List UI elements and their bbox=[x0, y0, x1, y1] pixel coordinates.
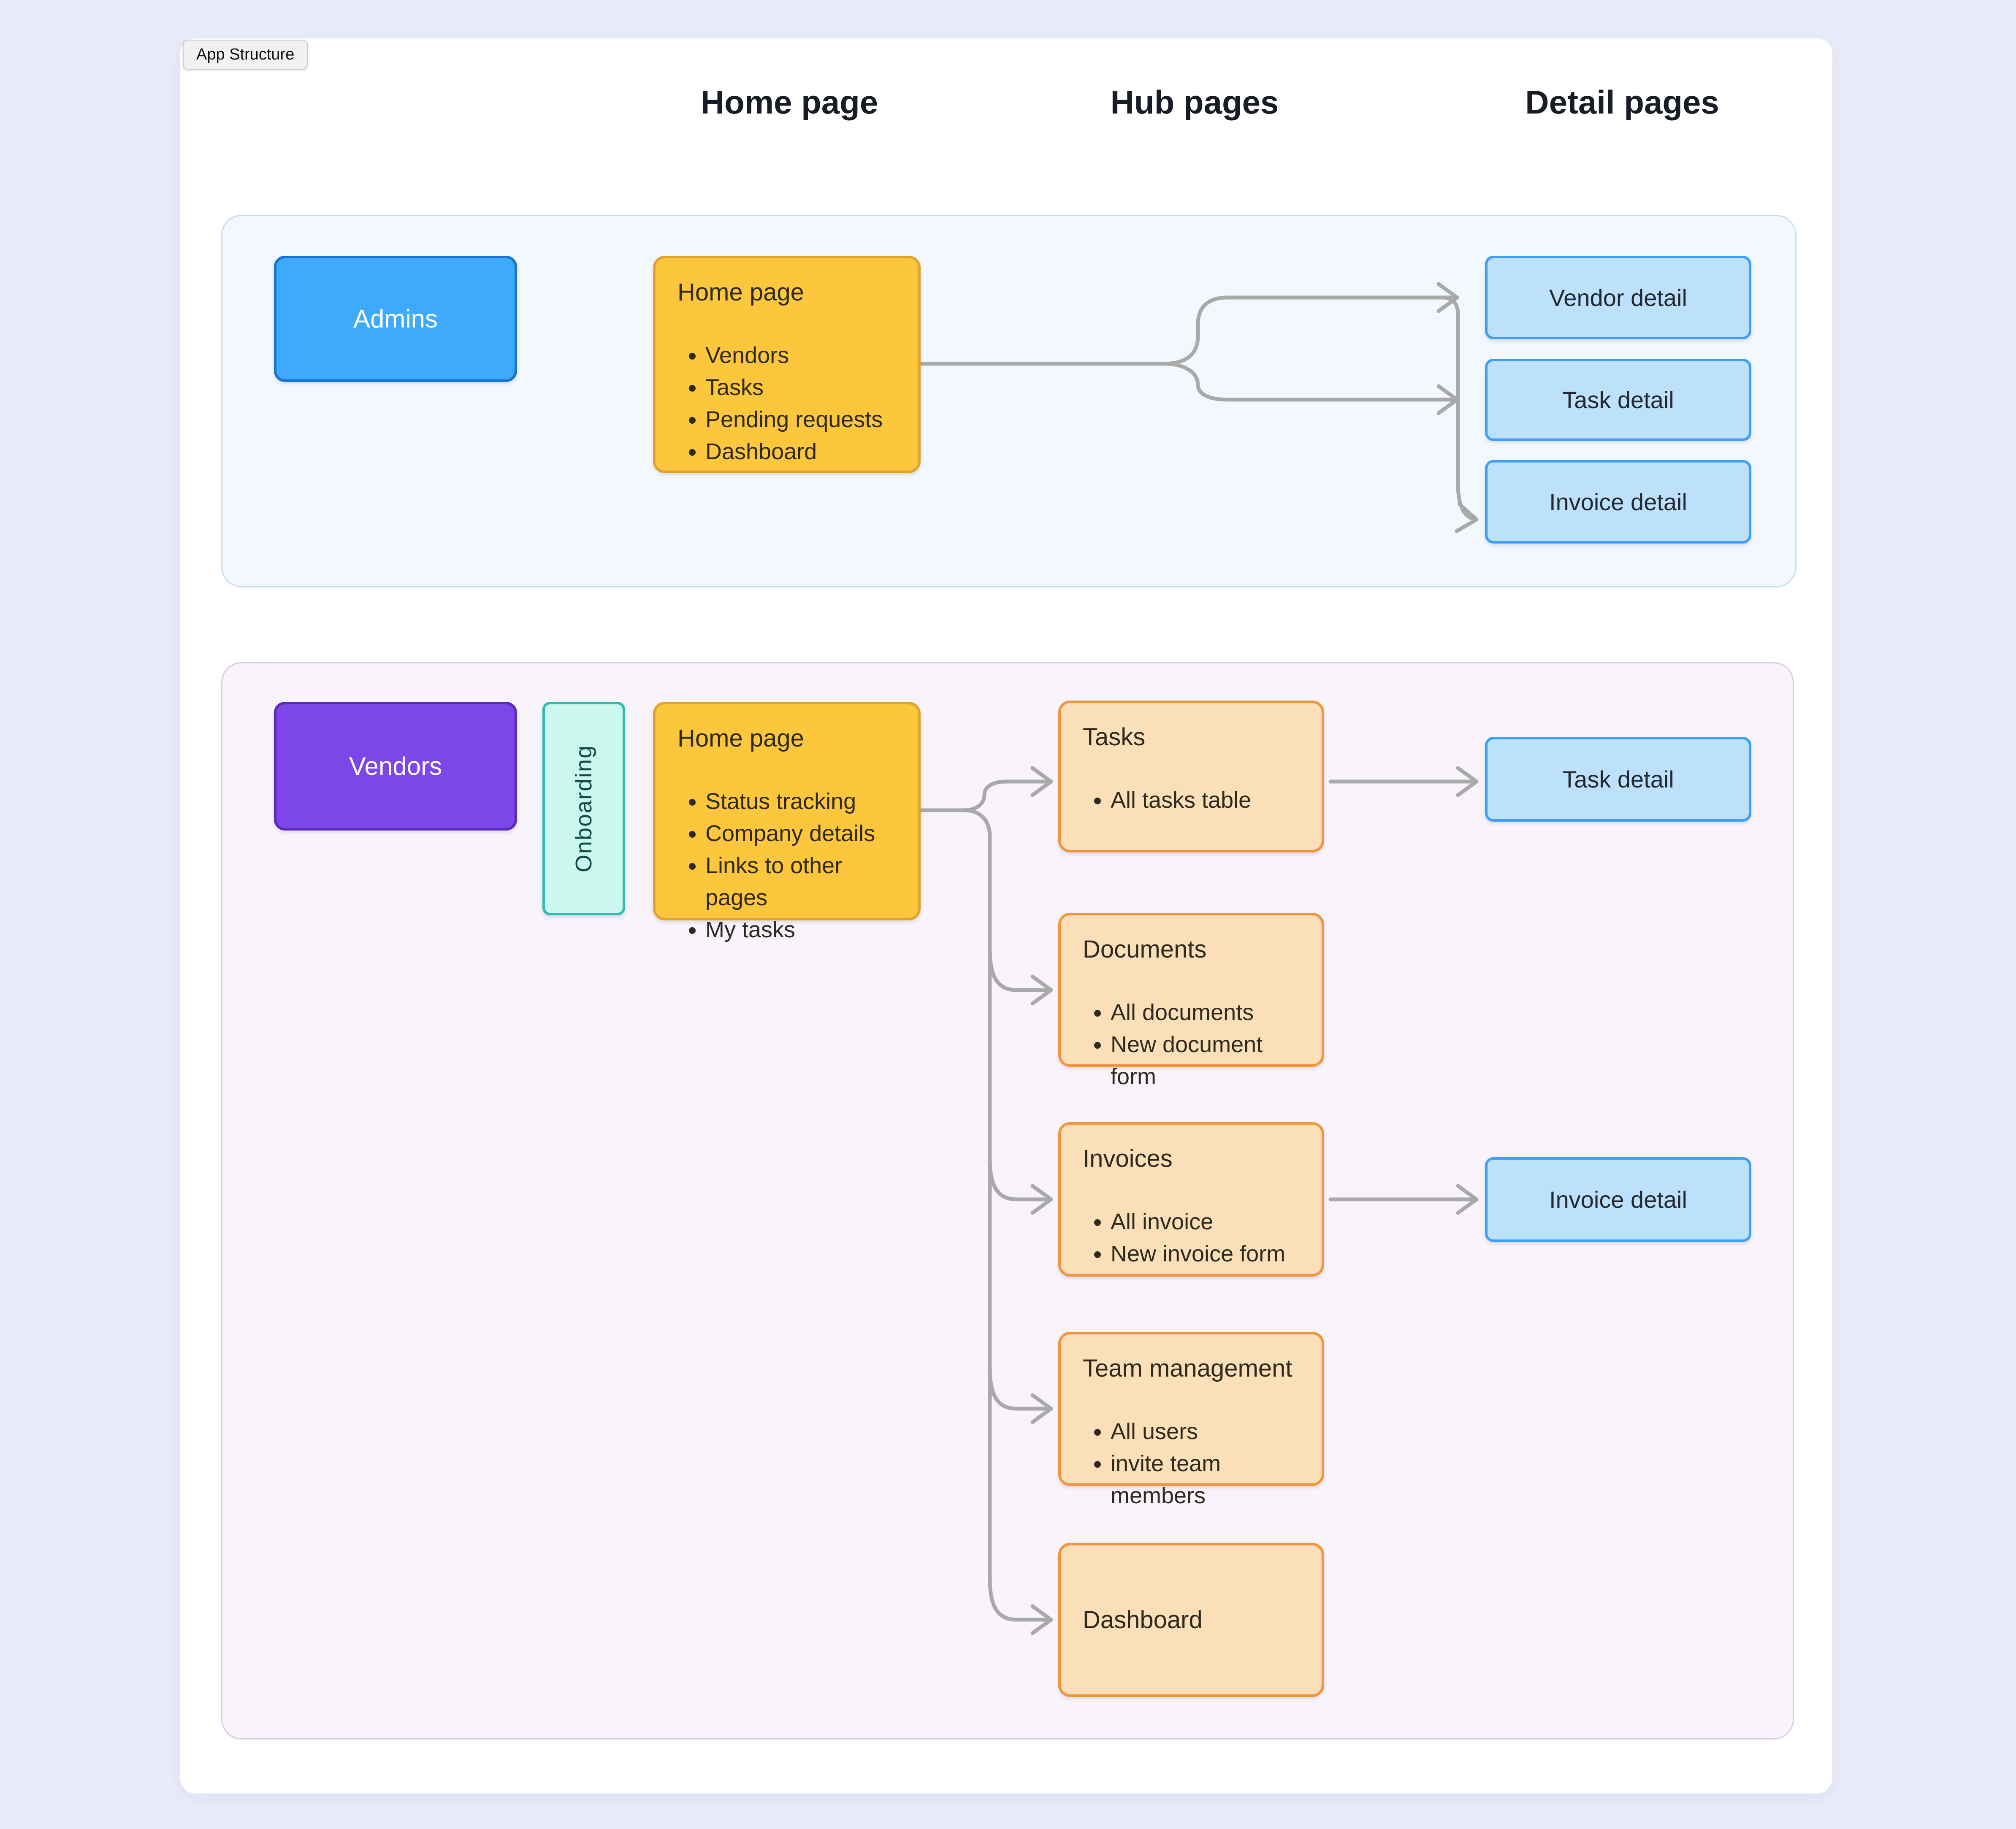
bullet-item: invite team members bbox=[1111, 1448, 1300, 1512]
column-header-hub-pages: Hub pages bbox=[1110, 84, 1279, 121]
vendors-invoice-detail-box[interactable]: Invoice detail bbox=[1485, 1157, 1751, 1242]
admins-actor-label: Admins bbox=[353, 305, 438, 333]
bullet-item: Tasks bbox=[705, 371, 896, 403]
arrow-vendors-home-to-documents[interactable] bbox=[988, 947, 1053, 1006]
task-detail-label: Task detail bbox=[1562, 766, 1674, 793]
bullet-item: Vendors bbox=[705, 339, 896, 371]
dashboard-hub-box[interactable]: Dashboard bbox=[1058, 1543, 1324, 1697]
section-label[interactable]: App Structure bbox=[183, 40, 308, 70]
bullet-item: All invoice bbox=[1111, 1206, 1300, 1238]
admins-home-page-box[interactable]: Home page VendorsTasksPending requestsDa… bbox=[653, 256, 921, 473]
bullet-item: New invoice form bbox=[1111, 1238, 1300, 1270]
bullet-item: All tasks table bbox=[1111, 784, 1300, 816]
bullet-item: All documents bbox=[1111, 996, 1300, 1028]
arrow-vendors-home-to-tasks[interactable] bbox=[919, 766, 1053, 812]
tasks-hub-bullets: All tasks table bbox=[1083, 784, 1300, 816]
documents-hub-bullets: All documentsNew document form bbox=[1083, 996, 1300, 1093]
admins-actor-box[interactable]: Admins bbox=[274, 256, 517, 382]
arrow-admins-home-to-invoice-detail[interactable] bbox=[1440, 295, 1479, 533]
bullet-item: My tasks bbox=[705, 914, 896, 946]
invoice-detail-label: Invoice detail bbox=[1549, 1186, 1687, 1213]
bullet-item: Dashboard bbox=[705, 436, 896, 468]
team-management-hub-bullets: All usersinvite team members bbox=[1083, 1415, 1300, 1512]
invoice-detail-label: Invoice detail bbox=[1549, 488, 1687, 515]
arrow-admins-home-to-vendor-detail[interactable] bbox=[919, 282, 1459, 366]
invoices-hub-box[interactable]: Invoices All invoiceNew invoice form bbox=[1058, 1122, 1324, 1277]
dashboard-hub-title: Dashboard bbox=[1083, 1606, 1203, 1634]
vendor-detail-label: Vendor detail bbox=[1549, 284, 1687, 311]
admins-invoice-detail-box[interactable]: Invoice detail bbox=[1485, 460, 1751, 544]
arrow-admins-home-to-task-detail[interactable] bbox=[1161, 362, 1459, 415]
admins-task-detail-box[interactable]: Task detail bbox=[1485, 359, 1751, 441]
bullet-item: New document form bbox=[1111, 1028, 1300, 1093]
bullet-item: Status tracking bbox=[705, 785, 896, 817]
admins-home-page-bullets: VendorsTasksPending requestsDashboard bbox=[677, 339, 896, 468]
vendors-home-page-box[interactable]: Home page Status trackingCompany details… bbox=[653, 702, 921, 942]
vendors-home-page-bullets: Status trackingCompany detailsLinks to o… bbox=[677, 785, 896, 946]
team-management-hub-title: Team management bbox=[1083, 1355, 1293, 1382]
vendors-task-detail-box[interactable]: Task detail bbox=[1485, 737, 1751, 822]
arrow-vendors-home-to-dashboard[interactable] bbox=[988, 1577, 1053, 1635]
task-detail-label: Task detail bbox=[1562, 387, 1674, 413]
tasks-hub-box[interactable]: Tasks All tasks table bbox=[1058, 701, 1324, 852]
tasks-hub-title: Tasks bbox=[1083, 723, 1146, 751]
bullet-item: All users bbox=[1111, 1415, 1300, 1448]
column-header-detail-pages: Detail pages bbox=[1525, 84, 1719, 121]
vendors-home-page-title: Home page bbox=[677, 725, 804, 752]
column-header-home-page: Home page bbox=[700, 84, 878, 121]
bullet-item: Links to other pages bbox=[705, 850, 896, 914]
admins-vendor-detail-box[interactable]: Vendor detail bbox=[1485, 256, 1751, 339]
vendors-actor-box[interactable]: Vendors bbox=[274, 702, 517, 831]
arrow-vendors-home-to-invoices[interactable] bbox=[988, 1157, 1053, 1215]
team-management-hub-box[interactable]: Team management All usersinvite team mem… bbox=[1058, 1332, 1324, 1508]
documents-hub-box[interactable]: Documents All documentsNew document form bbox=[1058, 913, 1324, 1089]
vendors-actor-label: Vendors bbox=[349, 752, 442, 780]
line-vendors-home-trunk[interactable] bbox=[962, 808, 992, 1581]
invoices-hub-title: Invoices bbox=[1083, 1145, 1173, 1172]
bullet-item: Pending requests bbox=[705, 403, 896, 436]
documents-hub-title: Documents bbox=[1083, 936, 1207, 963]
arrow-vendors-home-to-team[interactable] bbox=[988, 1366, 1053, 1424]
invoices-hub-bullets: All invoiceNew invoice form bbox=[1083, 1206, 1300, 1270]
bullet-item: Company details bbox=[705, 817, 896, 850]
admins-home-page-title: Home page bbox=[677, 279, 804, 306]
onboarding-label: Onboarding bbox=[571, 744, 596, 873]
onboarding-box[interactable]: Onboarding bbox=[542, 702, 625, 915]
